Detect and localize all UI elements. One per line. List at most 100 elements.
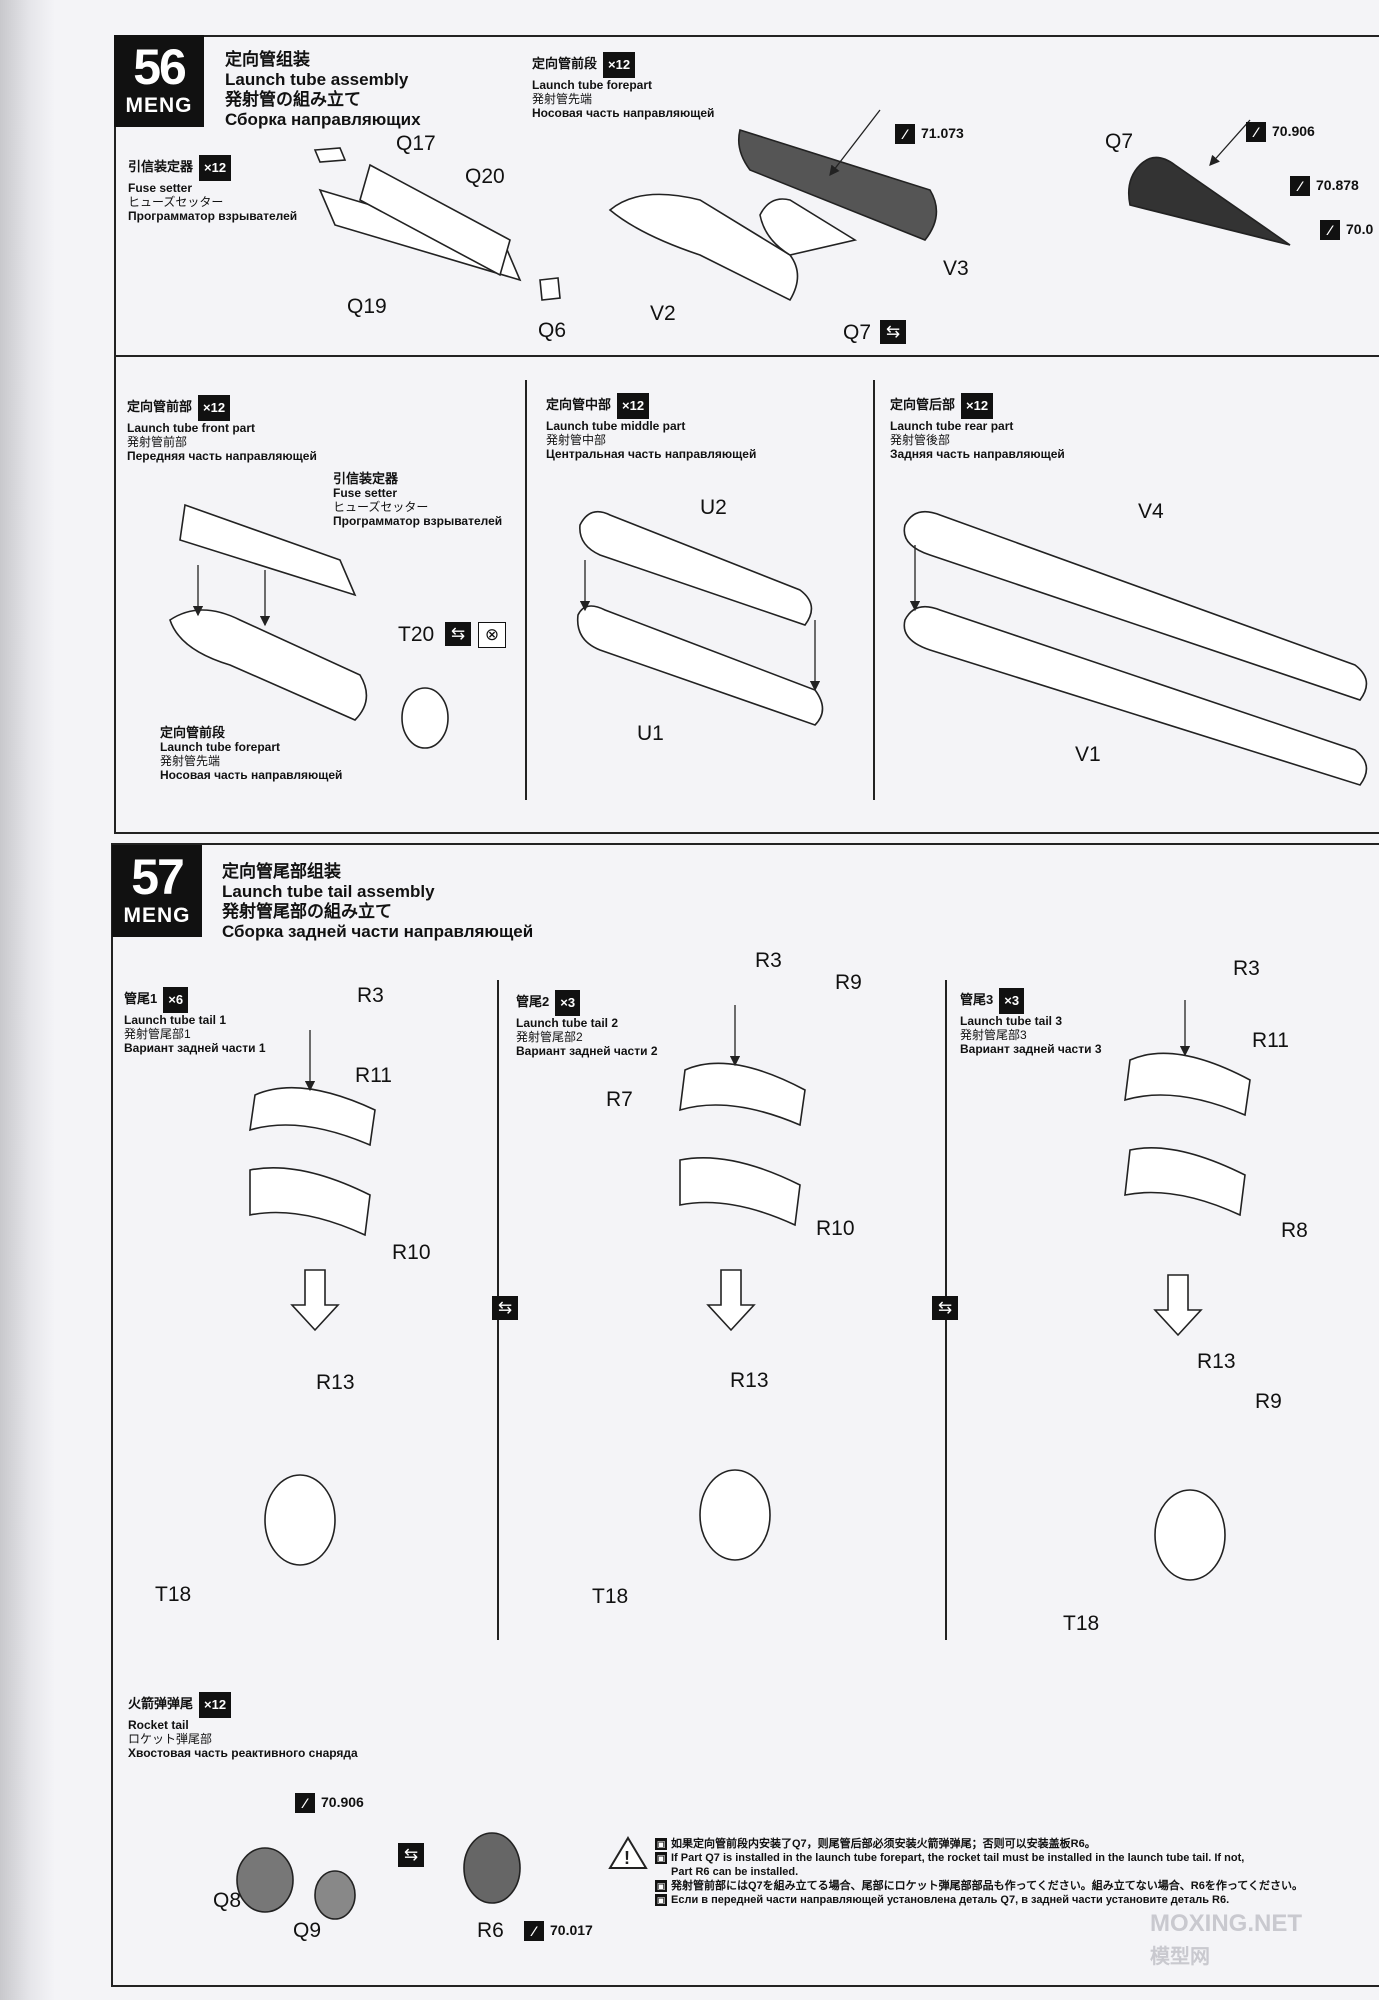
swap-icon: ⇆ <box>932 1296 958 1320</box>
label-tail-3: 管尾3×3 Launch tube tail 3 発射管尾部3 Вариант … <box>960 988 1102 1056</box>
multiplier-badge: ×3 <box>555 990 581 1016</box>
label-ja: ヒューズセッター <box>128 195 224 209</box>
part-r10-tail1: R10 <box>392 1241 431 1264</box>
flag-ja-icon: ▣ <box>655 1880 667 1893</box>
label-en: Fuse setter <box>128 181 193 195</box>
part-r3-tail3: R3 <box>1233 957 1260 980</box>
label-tail-1: 管尾1×6 Launch tube tail 1 発射管尾部1 Вариант … <box>124 987 266 1055</box>
step-56-col-divider-2 <box>873 380 875 800</box>
label-zh: 引信装定器 <box>128 159 194 175</box>
label-ru: Программатор взрывателей <box>128 209 298 223</box>
multiplier-badge: ×6 <box>163 987 189 1013</box>
label-zh: 管尾3 <box>960 992 994 1008</box>
part-r3-tail1: R3 <box>357 984 384 1007</box>
label-en: Fuse setter <box>333 486 398 500</box>
title-ja: 発射管の組み立て <box>225 90 361 109</box>
label-en: Launch tube forepart <box>160 740 281 754</box>
paintbrush-icon: ⁄ <box>524 1921 544 1942</box>
label-ja: 発射管後部 <box>890 433 951 447</box>
do-not-use-icon: ⊗ <box>478 622 506 648</box>
label-zh: 管尾2 <box>516 994 550 1010</box>
caution-note: ▣ 如果定向管前段内安装了Q7，则尾管后部必须安装火箭弹弹尾；否则可以安装盖板R6… <box>655 1837 1303 1907</box>
label-zh: 定向管中部 <box>546 397 612 413</box>
paint-code-2: ⁄70.906 <box>1246 121 1315 143</box>
label-ja: 発射管前部 <box>127 435 188 449</box>
part-r8-tail3: R8 <box>1281 1219 1308 1242</box>
step-56-divider <box>116 355 1379 357</box>
callout-forepart: 定向管前段 Launch tube forepart 発射管先端 Носовая… <box>160 726 343 783</box>
note-ru: Если в передней части направляющей устан… <box>671 1894 1230 1906</box>
swap-icon: ⇆ <box>492 1296 518 1320</box>
flag-cn-icon: ▣ <box>655 1838 667 1851</box>
paint-code-1: ⁄71.073 <box>895 123 964 145</box>
label-en: Launch tube front part <box>127 421 255 435</box>
step-57-panel <box>111 843 1379 1987</box>
note-en-2: Part R6 can be installed. <box>671 1866 799 1878</box>
part-v1: V1 <box>1075 743 1101 766</box>
label-ru: Вариант задней части 3 <box>960 1042 1102 1056</box>
paint-code-3: ⁄70.878 <box>1290 175 1359 197</box>
label-en: Launch tube tail 1 <box>124 1013 227 1027</box>
label-ru: Хвостовая часть реактивного снаряда <box>128 1746 358 1760</box>
note-ja: 発射管前部にはQ7を組み立てる場合、尾部にロケット弾尾部部品も作ってください。組… <box>671 1880 1303 1892</box>
label-forepart: 定向管前段×12 Launch tube forepart 発射管先端 Носо… <box>532 52 714 120</box>
label-en: Launch tube middle part <box>546 419 686 433</box>
part-r7-tail2: R7 <box>606 1088 633 1111</box>
part-r11-tail3: R11 <box>1252 1029 1289 1052</box>
part-r10-tail2: R10 <box>816 1217 855 1240</box>
swap-icon: ⇆ <box>880 320 906 344</box>
label-zh: 定向管前段 <box>532 56 598 72</box>
note-zh: 如果定向管前段内安装了Q7，则尾管后部必须安装火箭弹弹尾；否则可以安装盖板R6。 <box>671 1838 1096 1850</box>
title-ja: 発射管尾部の組み立て <box>222 902 392 921</box>
step-56-title: 定向管组装 Launch tube assembly 発射管の組み立て Сбор… <box>225 50 421 130</box>
part-q19: Q19 <box>347 295 387 318</box>
multiplier-badge: ×12 <box>603 52 636 78</box>
brand-logo: MENG <box>125 94 193 117</box>
label-fuse-setter: 引信装定器 ×12 Fuse setter ヒューズセッター Программат… <box>128 155 297 223</box>
label-en: Launch tube tail 3 <box>960 1014 1063 1028</box>
label-zh: 引信装定器 <box>333 471 399 486</box>
paintbrush-icon: ⁄ <box>1246 122 1266 143</box>
multiplier-badge: ×12 <box>199 155 232 181</box>
callout-fuse-setter: 引信装定器 Fuse setter ヒューズセッター Программатор … <box>333 471 503 529</box>
label-ru: Носовая часть направляющей <box>160 768 343 782</box>
title-ru: Сборка направляющих <box>225 110 421 129</box>
label-ja: 発射管尾部2 <box>516 1030 583 1044</box>
label-ru: Передняя часть направляющей <box>127 449 317 463</box>
paintbrush-icon: ⁄ <box>895 124 915 145</box>
part-q8: Q8 <box>213 1889 242 1912</box>
part-r6: R6 <box>477 1919 504 1942</box>
binding-spine <box>0 0 55 2000</box>
part-t18-tail1: T18 <box>155 1583 192 1606</box>
watermark-site: MOXING.NET <box>1150 1910 1303 1937</box>
part-r13-tail3: R13 <box>1197 1350 1236 1373</box>
part-v2: V2 <box>650 302 676 325</box>
part-r3-tail2: R3 <box>755 949 782 972</box>
label-ja: 発射管尾部1 <box>124 1027 191 1041</box>
part-r9-tail3: R9 <box>1255 1390 1282 1413</box>
part-r9-tail2: R9 <box>835 971 862 994</box>
label-ru: Носовая часть направляющей <box>532 106 715 120</box>
multiplier-badge: ×12 <box>961 393 994 419</box>
label-ru: Вариант задней части 1 <box>124 1041 266 1055</box>
svg-text:!: ! <box>624 1848 630 1868</box>
brand-logo: MENG <box>123 904 191 927</box>
multiplier-badge: ×12 <box>198 395 231 421</box>
label-zh: 定向管后部 <box>890 397 956 413</box>
watermark-cn: 模型网 <box>1150 1946 1210 1968</box>
paint-code-5: ⁄70.906 <box>295 1792 364 1814</box>
part-u1: U1 <box>637 722 664 745</box>
label-ja: 発射管中部 <box>546 433 607 447</box>
part-t18-tail3: T18 <box>1063 1612 1100 1635</box>
label-ru: Программатор взрывателей <box>333 514 503 528</box>
label-rear-part: 定向管后部×12 Launch tube rear part 発射管後部 Зад… <box>890 393 1065 461</box>
paint-code-4: ⁄70.0 <box>1320 219 1373 241</box>
label-front-part: 定向管前部×12 Launch tube front part 発射管前部 Пе… <box>127 395 317 463</box>
label-ru: Вариант задней части 2 <box>516 1044 658 1058</box>
label-zh: 火箭弹弹尾 <box>128 1696 194 1712</box>
title-en: Launch tube assembly <box>225 70 409 89</box>
paintbrush-icon: ⁄ <box>1290 176 1310 197</box>
swap-icon: ⇆ <box>445 622 471 646</box>
part-t20: T20 <box>398 623 435 646</box>
